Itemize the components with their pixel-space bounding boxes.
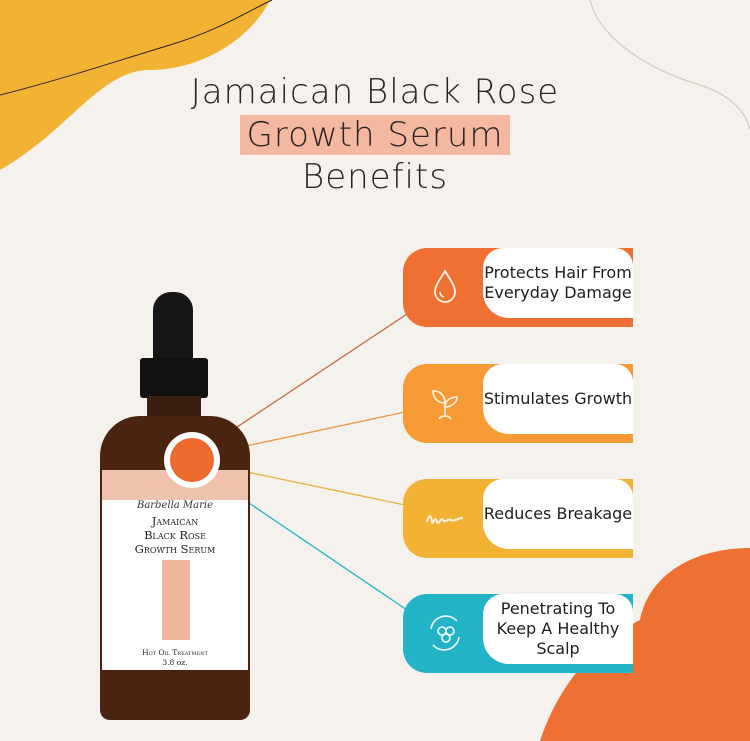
brand-signature: Barbella Marie xyxy=(136,500,214,511)
label-name-1: Jamaican xyxy=(151,514,199,528)
label-volume: 3.8 oz. xyxy=(162,658,188,667)
connector-node xyxy=(164,432,220,488)
benefit-label: Reduces Breakage xyxy=(483,504,633,523)
label-name-3: Growth Serum xyxy=(134,542,216,556)
benefit-label: Penetrating To Keep A Healthy Scalp xyxy=(496,599,620,658)
label-name-2: Black Rose xyxy=(144,528,206,542)
title-line-2-highlight: Growth Serum xyxy=(240,115,510,155)
benefit-card-breakage: Reduces Breakage xyxy=(403,479,633,558)
blob-outline xyxy=(0,0,273,96)
title-line-3: Benefits xyxy=(301,157,449,197)
wavy-strand-icon xyxy=(426,515,464,524)
benefit-label: Protects Hair From Everyday Damage xyxy=(484,263,632,302)
benefit-label: Stimulates Growth xyxy=(483,389,633,408)
benefit-card-scalp: Penetrating To Keep A Healthy Scalp xyxy=(403,594,633,673)
droplet-icon xyxy=(434,269,456,303)
yellow-blob xyxy=(0,0,270,170)
molecule-cycle-icon xyxy=(430,615,460,651)
thin-curve xyxy=(589,0,750,131)
sprout-icon xyxy=(432,390,458,420)
benefit-card-growth: Stimulates Growth xyxy=(403,364,633,443)
orange-blob xyxy=(540,548,750,741)
benefit-card-protects: Protects Hair From Everyday Damage xyxy=(403,248,633,327)
product-bottle: Barbella Marie Jamaican Black Rose Growt… xyxy=(100,292,250,722)
label-subtitle: Hot Oil Treatment xyxy=(142,648,208,657)
title-line-1: Jamaican Black Rose xyxy=(190,72,560,112)
